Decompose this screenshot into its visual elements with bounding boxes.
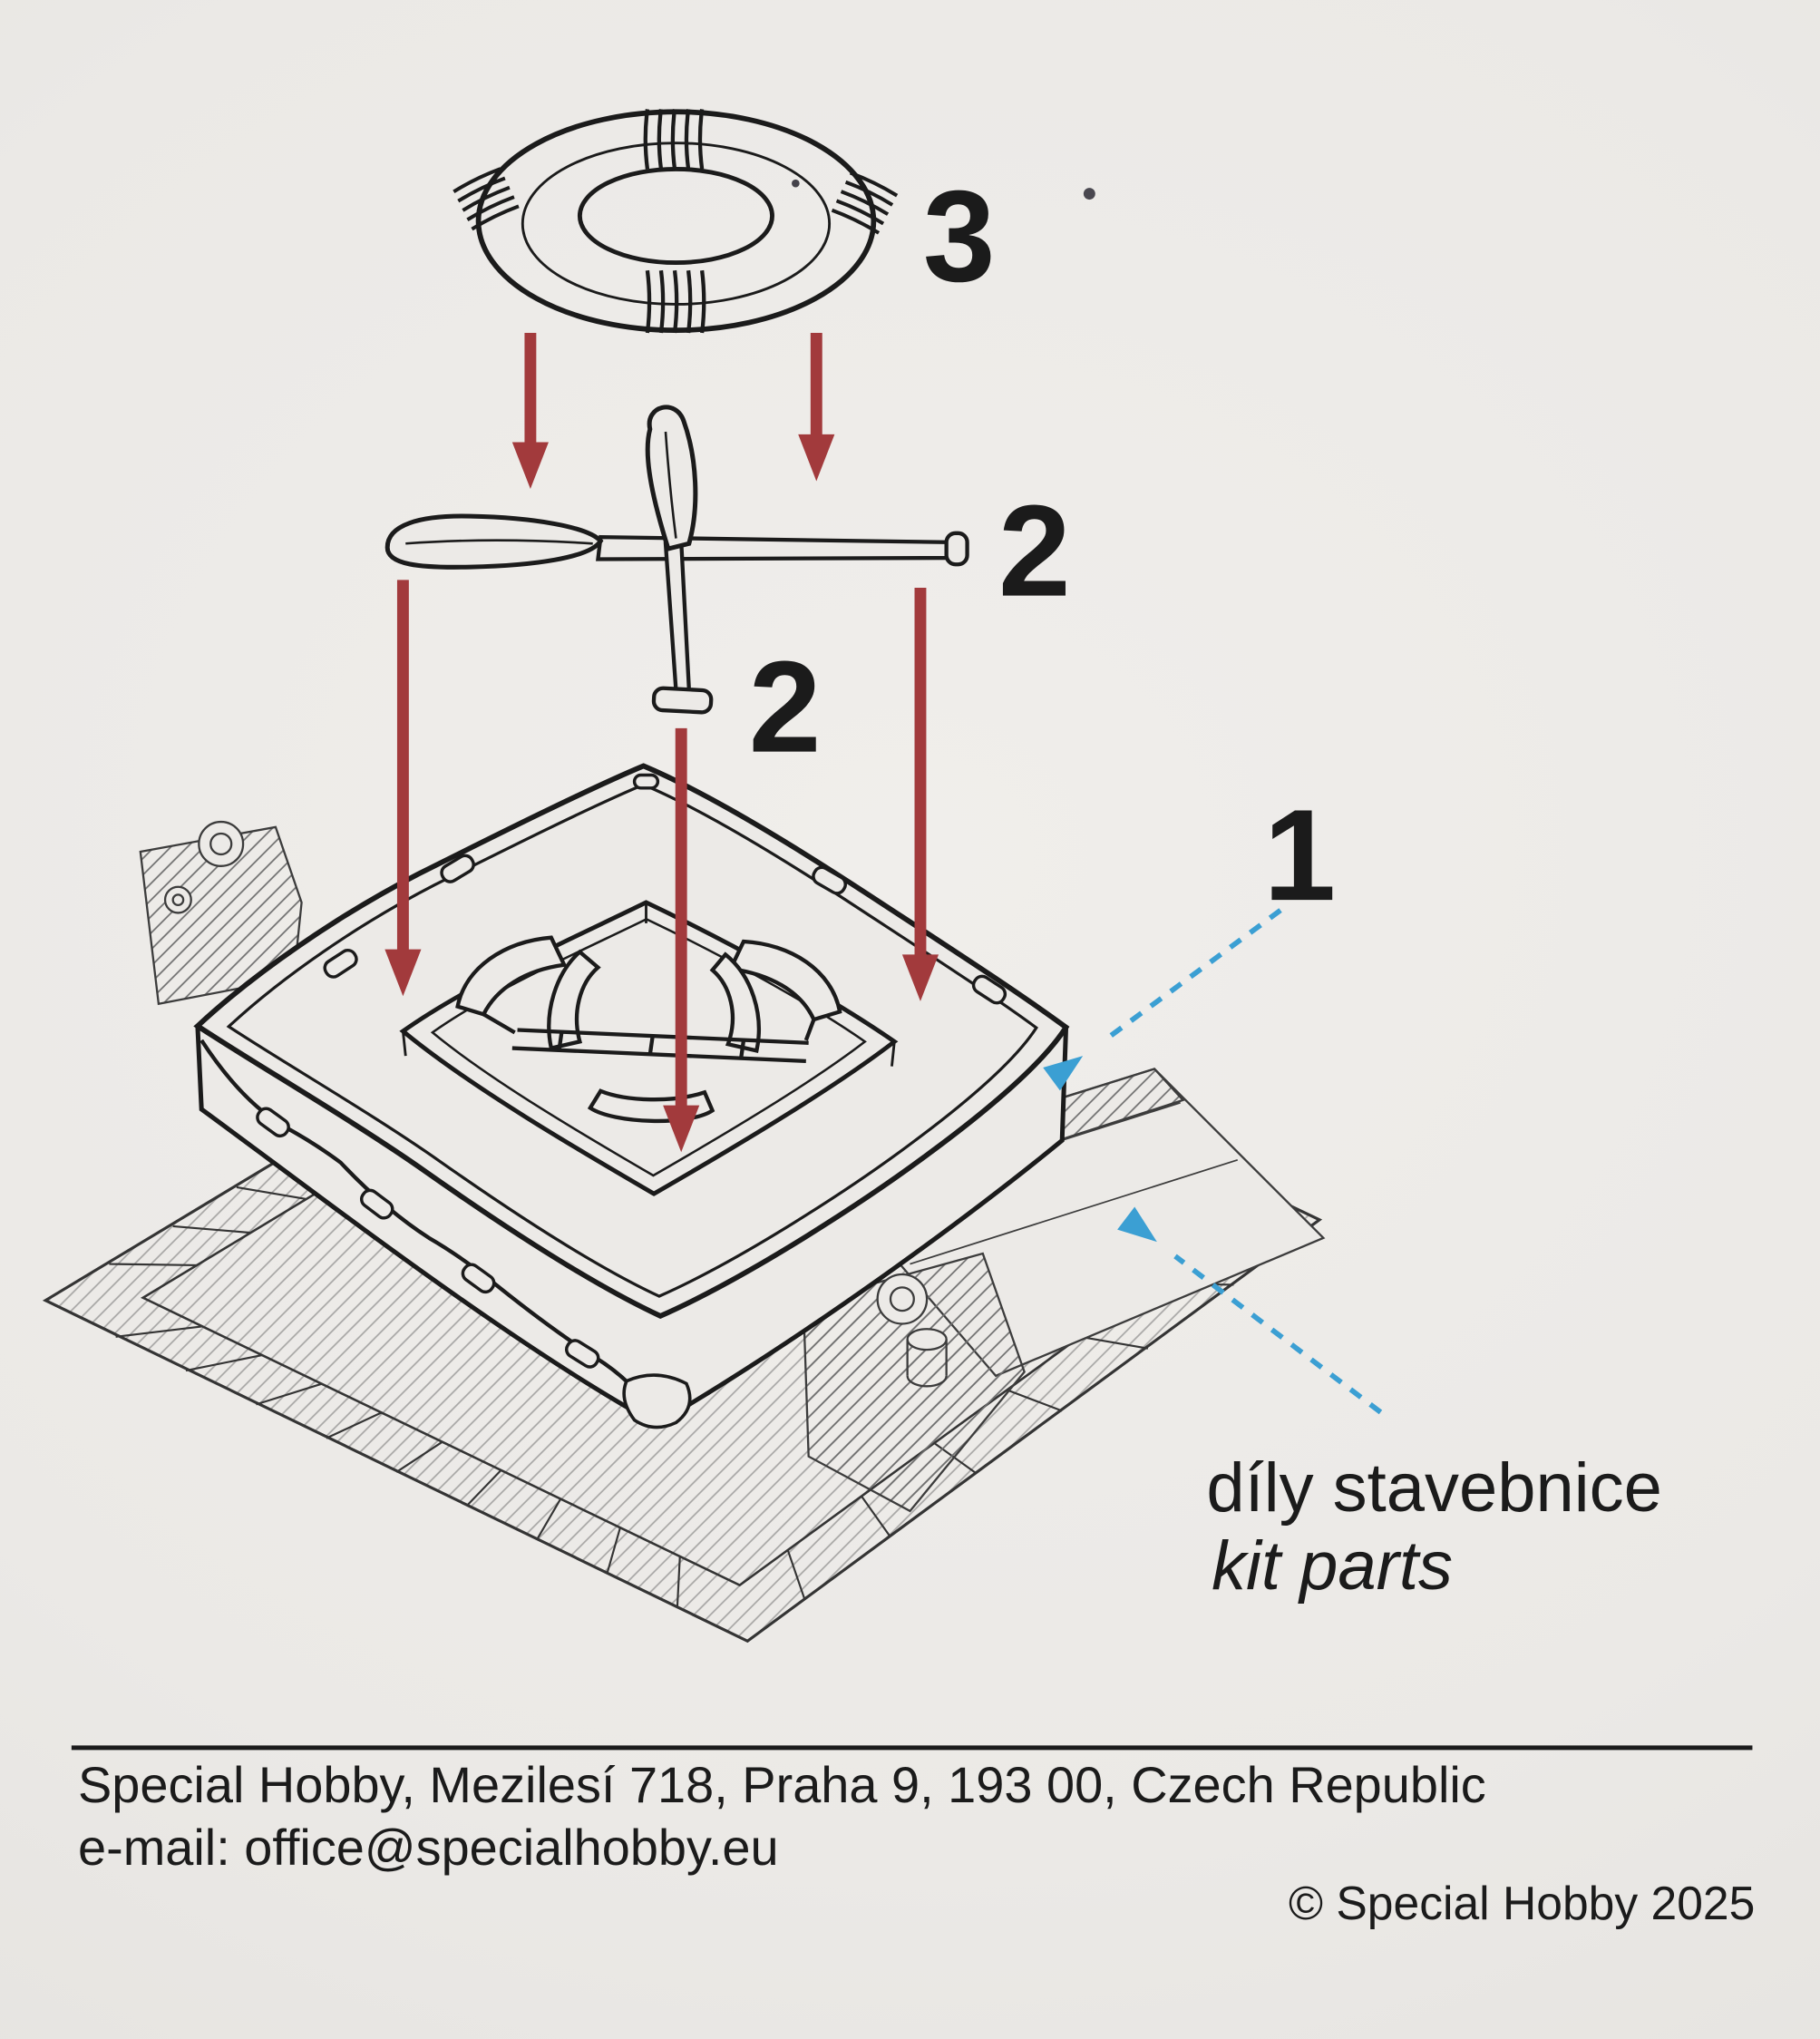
red-arrow <box>663 727 700 1153</box>
callout-english-label: kit parts <box>1212 1527 1453 1605</box>
blue-arrow <box>1117 1206 1383 1415</box>
part-2a-label: 2 <box>998 479 1071 624</box>
red-arrow <box>384 580 422 997</box>
dinghy-wall <box>197 1026 1066 1424</box>
red-arrow <box>901 588 939 1001</box>
footer-copyright: © Special Hobby 2025 <box>1289 1877 1755 1929</box>
paddle-horizontal-part <box>384 513 969 570</box>
paper-speck <box>1083 188 1095 200</box>
callout-arrows <box>1043 908 1383 1415</box>
seat-frame <box>455 935 842 1124</box>
red-arrow <box>511 333 549 490</box>
paddle-vertical-part <box>645 405 714 715</box>
footer-email: e-mail: office@specialhobby.eu <box>78 1819 779 1876</box>
callout-czech-label: díly stavebnice <box>1206 1449 1661 1527</box>
phantom-bracket-part <box>802 1252 1026 1513</box>
red-arrow <box>798 333 835 482</box>
assembly-arrows <box>384 333 939 1153</box>
rope-wrap-top <box>643 109 705 170</box>
part-1-label: 1 <box>1263 783 1336 928</box>
rope-end-knot <box>622 1373 692 1429</box>
life-ring-part <box>453 109 899 334</box>
footer-address: Special Hobby, Mezilesí 718, Praha 9, 19… <box>78 1756 1486 1813</box>
part-2b-label: 2 <box>749 635 822 780</box>
rope-wrap-bottom <box>645 269 706 334</box>
rope-wrap-left <box>453 167 520 231</box>
blue-arrow <box>1043 908 1282 1091</box>
part-3-label: 3 <box>923 164 996 309</box>
phantom-grommet-part <box>139 820 303 1006</box>
dinghy-part <box>193 763 1070 1429</box>
rope-toggles <box>256 773 1007 1369</box>
paper-speck <box>792 179 800 188</box>
rope-wrap-right <box>831 171 899 235</box>
